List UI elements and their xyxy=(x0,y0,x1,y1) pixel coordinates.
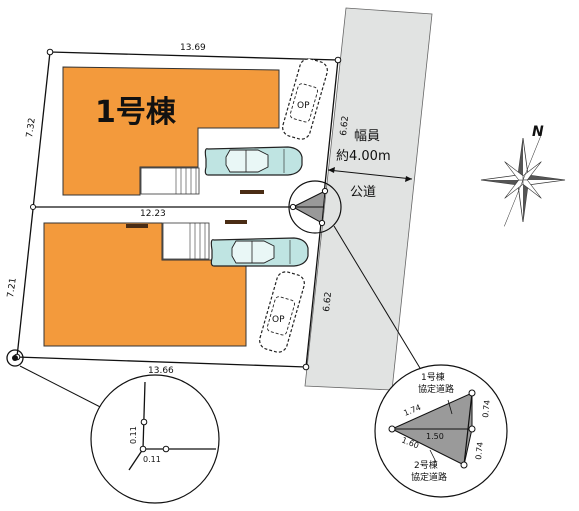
building-1-stairs xyxy=(140,167,200,195)
corner-cut-highlight-circle xyxy=(288,180,342,234)
building-1-op-label: OP xyxy=(297,101,310,111)
lot-vertex xyxy=(302,363,310,371)
dim-top: 13.69 xyxy=(180,43,206,53)
road-width-label-2: 約4.00m xyxy=(336,149,391,164)
cut-detail-center: 1.50 xyxy=(426,432,444,441)
dim-right-lower: 6.62 xyxy=(322,291,334,312)
cut-detail-b2-label-2: 協定道路 xyxy=(411,471,447,483)
optional-parking-car-icon xyxy=(259,271,305,353)
dim-left-upper: 7.32 xyxy=(25,117,38,138)
optional-parking-car-icon xyxy=(282,58,328,140)
dim-middle: 12.23 xyxy=(140,209,166,219)
corner-cut-detail-callout xyxy=(374,364,508,498)
north-compass-icon xyxy=(480,133,566,227)
cut-detail-b2-label-1: 2号棟 xyxy=(414,459,438,471)
parked-car-icon xyxy=(210,237,309,267)
road-name: 公道 xyxy=(350,185,376,200)
detail-leader-line xyxy=(19,365,113,414)
dim-bottom: 13.66 xyxy=(148,366,174,376)
road-width-label-1: 幅員 xyxy=(354,129,380,144)
building-1-label: 1号棟 xyxy=(95,95,177,130)
compass-north-label: N xyxy=(532,124,544,140)
utility-marker xyxy=(225,220,247,224)
dim-left-lower: 7.21 xyxy=(6,277,19,298)
lot-vertex xyxy=(46,48,54,56)
lot-vertex xyxy=(30,204,36,210)
building-1-footprint xyxy=(62,66,280,196)
utility-marker xyxy=(240,190,264,194)
detail-leader-line xyxy=(333,225,427,379)
corner-detail-callout xyxy=(90,374,220,504)
parked-car-icon xyxy=(204,146,303,176)
cut-detail-right-lower: 0.74 xyxy=(474,442,485,461)
dim-right-upper: 6.62 xyxy=(339,115,351,136)
cut-detail-right-upper: 0.74 xyxy=(481,400,492,419)
cut-detail-b1-label-2: 協定道路 xyxy=(418,383,454,395)
road-width-dimension-line xyxy=(327,169,413,180)
corner-highlight-circle xyxy=(6,349,24,367)
building-2-stairs xyxy=(162,222,210,260)
corner-detail-vertical-dim: 0.11 xyxy=(129,426,138,444)
corner-detail-horizontal-dim: 0.11 xyxy=(143,455,161,464)
building-2-op-label: OP xyxy=(272,315,285,325)
utility-marker xyxy=(126,224,148,228)
lot-vertex xyxy=(334,56,342,64)
cut-detail-b1-label-1: 1号棟 xyxy=(421,371,445,383)
